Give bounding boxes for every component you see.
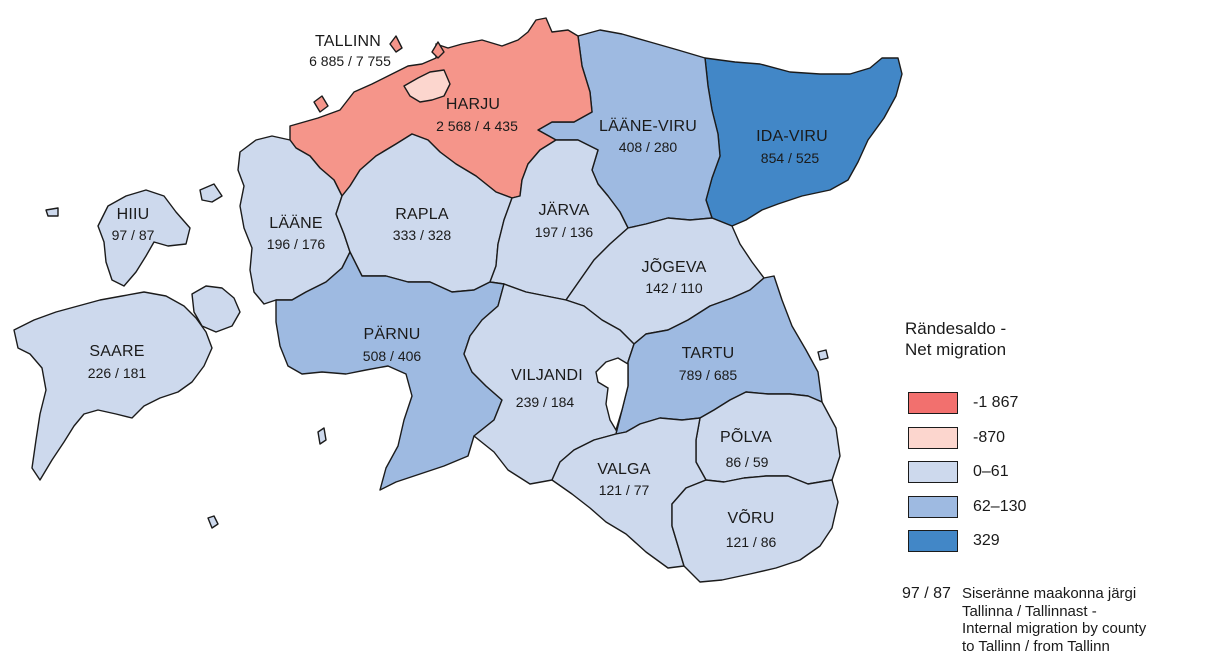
label-voru-name: VÕRU [727, 507, 774, 527]
label-rapla-value: 333 / 328 [393, 227, 452, 243]
note-line3: Internal migration by county [961, 620, 1147, 637]
label-jarva-name: JÄRVA [538, 201, 589, 219]
county-ruhnu [207, 515, 219, 529]
label-valga-name: VALGA [597, 461, 650, 478]
legend-title: Rändesaldo - Net migration [905, 318, 1205, 360]
legend: Rändesaldo - Net migration -1 867 -870 0… [905, 318, 1205, 559]
label-laane-value: 196 / 176 [267, 236, 326, 252]
label-polva-name: PÕLVA [720, 426, 772, 446]
note-text: Siseränne maakonna järgi Tallinna / Tall… [962, 585, 1202, 655]
label-parnu-value: 508 / 406 [363, 348, 422, 364]
label-jogeva-value: 142 / 110 [645, 280, 703, 296]
county-hiiu-islet [199, 183, 223, 203]
label-valga-value: 121 / 77 [599, 482, 650, 498]
county-muhu [191, 285, 241, 333]
legend-item: 0–61 [905, 455, 1205, 490]
county-tallinn-islet [389, 35, 403, 53]
note-line1: Siseränne maakonna järgi [961, 585, 1137, 602]
legend-title-line1: Rändesaldo - [905, 319, 1007, 338]
label-jarva-value: 197 / 136 [535, 224, 594, 240]
legend-item: -1 867 [905, 386, 1205, 421]
county-harju-islet-1 [313, 95, 329, 113]
value-note: 97 / 87 Siseränne maakonna järgi Tallinn… [902, 585, 1202, 655]
legend-label: 62–130 [973, 497, 1027, 515]
county-labels: TALLINN 6 885 / 7 755 HARJU 2 568 / 4 43… [88, 33, 828, 550]
note-line2: Tallinna / Tallinnast - [961, 602, 1097, 620]
legend-swatch [908, 426, 958, 449]
label-jogeva-name: JÕGEVA [642, 256, 707, 276]
lake-vortsjarv [595, 357, 629, 432]
label-saare-value: 226 / 181 [88, 365, 147, 381]
label-ida-viru-name: IDA-VIRU [756, 128, 828, 145]
label-parnu-name: PÄRNU [363, 325, 420, 343]
label-viljandi-value: 239 / 184 [516, 394, 575, 410]
label-saare-name: SAARE [89, 343, 144, 360]
label-tartu-value: 789 / 685 [679, 367, 738, 383]
legend-item: -870 [905, 421, 1205, 456]
label-harju-value: 2 568 / 4 435 [436, 118, 518, 134]
county-peipsi-islet [817, 349, 829, 361]
label-tallinn-name: TALLINN [315, 33, 381, 50]
label-ida-viru-value: 854 / 525 [761, 150, 820, 166]
label-tartu-name: TARTU [682, 345, 735, 362]
note-sample-value: 97 / 87 [902, 585, 951, 602]
county-tallinn [403, 69, 451, 103]
legend-items: -1 867 -870 0–61 62–130 329 [905, 386, 1205, 559]
legend-label: 0–61 [973, 463, 1009, 481]
note-line4: to Tallinn / from Tallinn [961, 637, 1110, 655]
label-hiiu-name: HIIU [117, 206, 150, 223]
legend-swatch [908, 392, 958, 415]
label-rapla-name: RAPLA [395, 206, 449, 223]
county-hiiu-islet-2 [45, 207, 59, 217]
legend-label: -870 [973, 428, 1006, 446]
legend-label: -1 867 [973, 394, 1019, 412]
legend-item: 62–130 [905, 490, 1205, 525]
label-viljandi-name: VILJANDI [511, 367, 583, 384]
label-harju-name: HARJU [446, 96, 500, 113]
legend-swatch [908, 495, 958, 518]
county-saare [13, 291, 213, 481]
label-laane-viru-value: 408 / 280 [619, 139, 678, 155]
county-harju-islet-2 [431, 41, 445, 59]
legend-label: 329 [973, 532, 1000, 550]
county-voru [671, 475, 839, 583]
legend-item: 329 [905, 524, 1205, 559]
label-laane-name: LÄÄNE [269, 214, 322, 232]
label-hiiu-value: 97 / 87 [112, 227, 155, 243]
label-polva-value: 86 / 59 [726, 454, 769, 470]
county-saare-islet [317, 427, 327, 445]
label-laane-viru-name: LÄÄNE-VIRU [599, 117, 697, 135]
label-voru-value: 121 / 86 [726, 534, 777, 550]
legend-title-line2: Net migration [905, 340, 1007, 359]
legend-swatch [908, 530, 958, 553]
legend-swatch [908, 461, 958, 484]
county-hiiu [97, 189, 191, 287]
label-tallinn-value: 6 885 / 7 755 [309, 53, 391, 69]
